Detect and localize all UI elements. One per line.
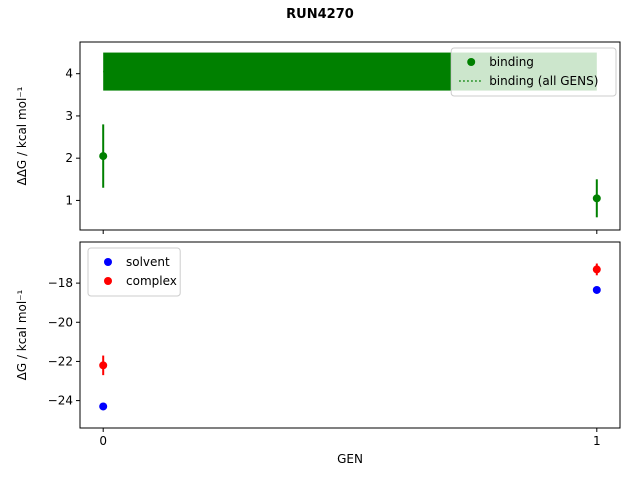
y-tick-label: −24	[48, 394, 73, 408]
binding-point	[592, 194, 601, 203]
x-axis-label: GEN	[337, 452, 363, 466]
legend-box	[450, 47, 617, 97]
y-tick-label: 3	[65, 109, 73, 123]
x-tick-label: 1	[593, 434, 601, 448]
axes-frame	[79, 241, 621, 429]
y-tick-label: 2	[65, 151, 73, 165]
complex-point	[99, 361, 108, 370]
y-tick-label: −18	[48, 276, 73, 290]
legend-label: complex	[126, 274, 177, 288]
solvent-point	[592, 285, 601, 294]
y-tick-label: 4	[65, 67, 73, 81]
y-axis-label-bottom: ΔG / kcal mol⁻¹	[15, 289, 29, 381]
legend-label: solvent	[126, 255, 170, 269]
complex-point	[592, 265, 601, 274]
legend-label: binding	[489, 55, 534, 69]
legend-marker-binding	[467, 58, 476, 66]
legend-label: binding (all GENS)	[489, 74, 598, 88]
binding-point	[99, 152, 108, 161]
solvent-point	[99, 402, 108, 411]
y-axis-label-top: ΔΔG / kcal mol⁻¹	[15, 86, 29, 186]
legend-marker-solvent	[104, 258, 112, 266]
y-tick-label: −22	[48, 354, 73, 368]
y-tick-label: 1	[65, 193, 73, 207]
x-tick-label: 0	[99, 434, 107, 448]
figure-title: RUN4270	[286, 7, 354, 22]
axes-frame	[79, 41, 621, 231]
y-tick-label: −20	[48, 315, 73, 329]
legend-marker-complex	[104, 277, 112, 285]
